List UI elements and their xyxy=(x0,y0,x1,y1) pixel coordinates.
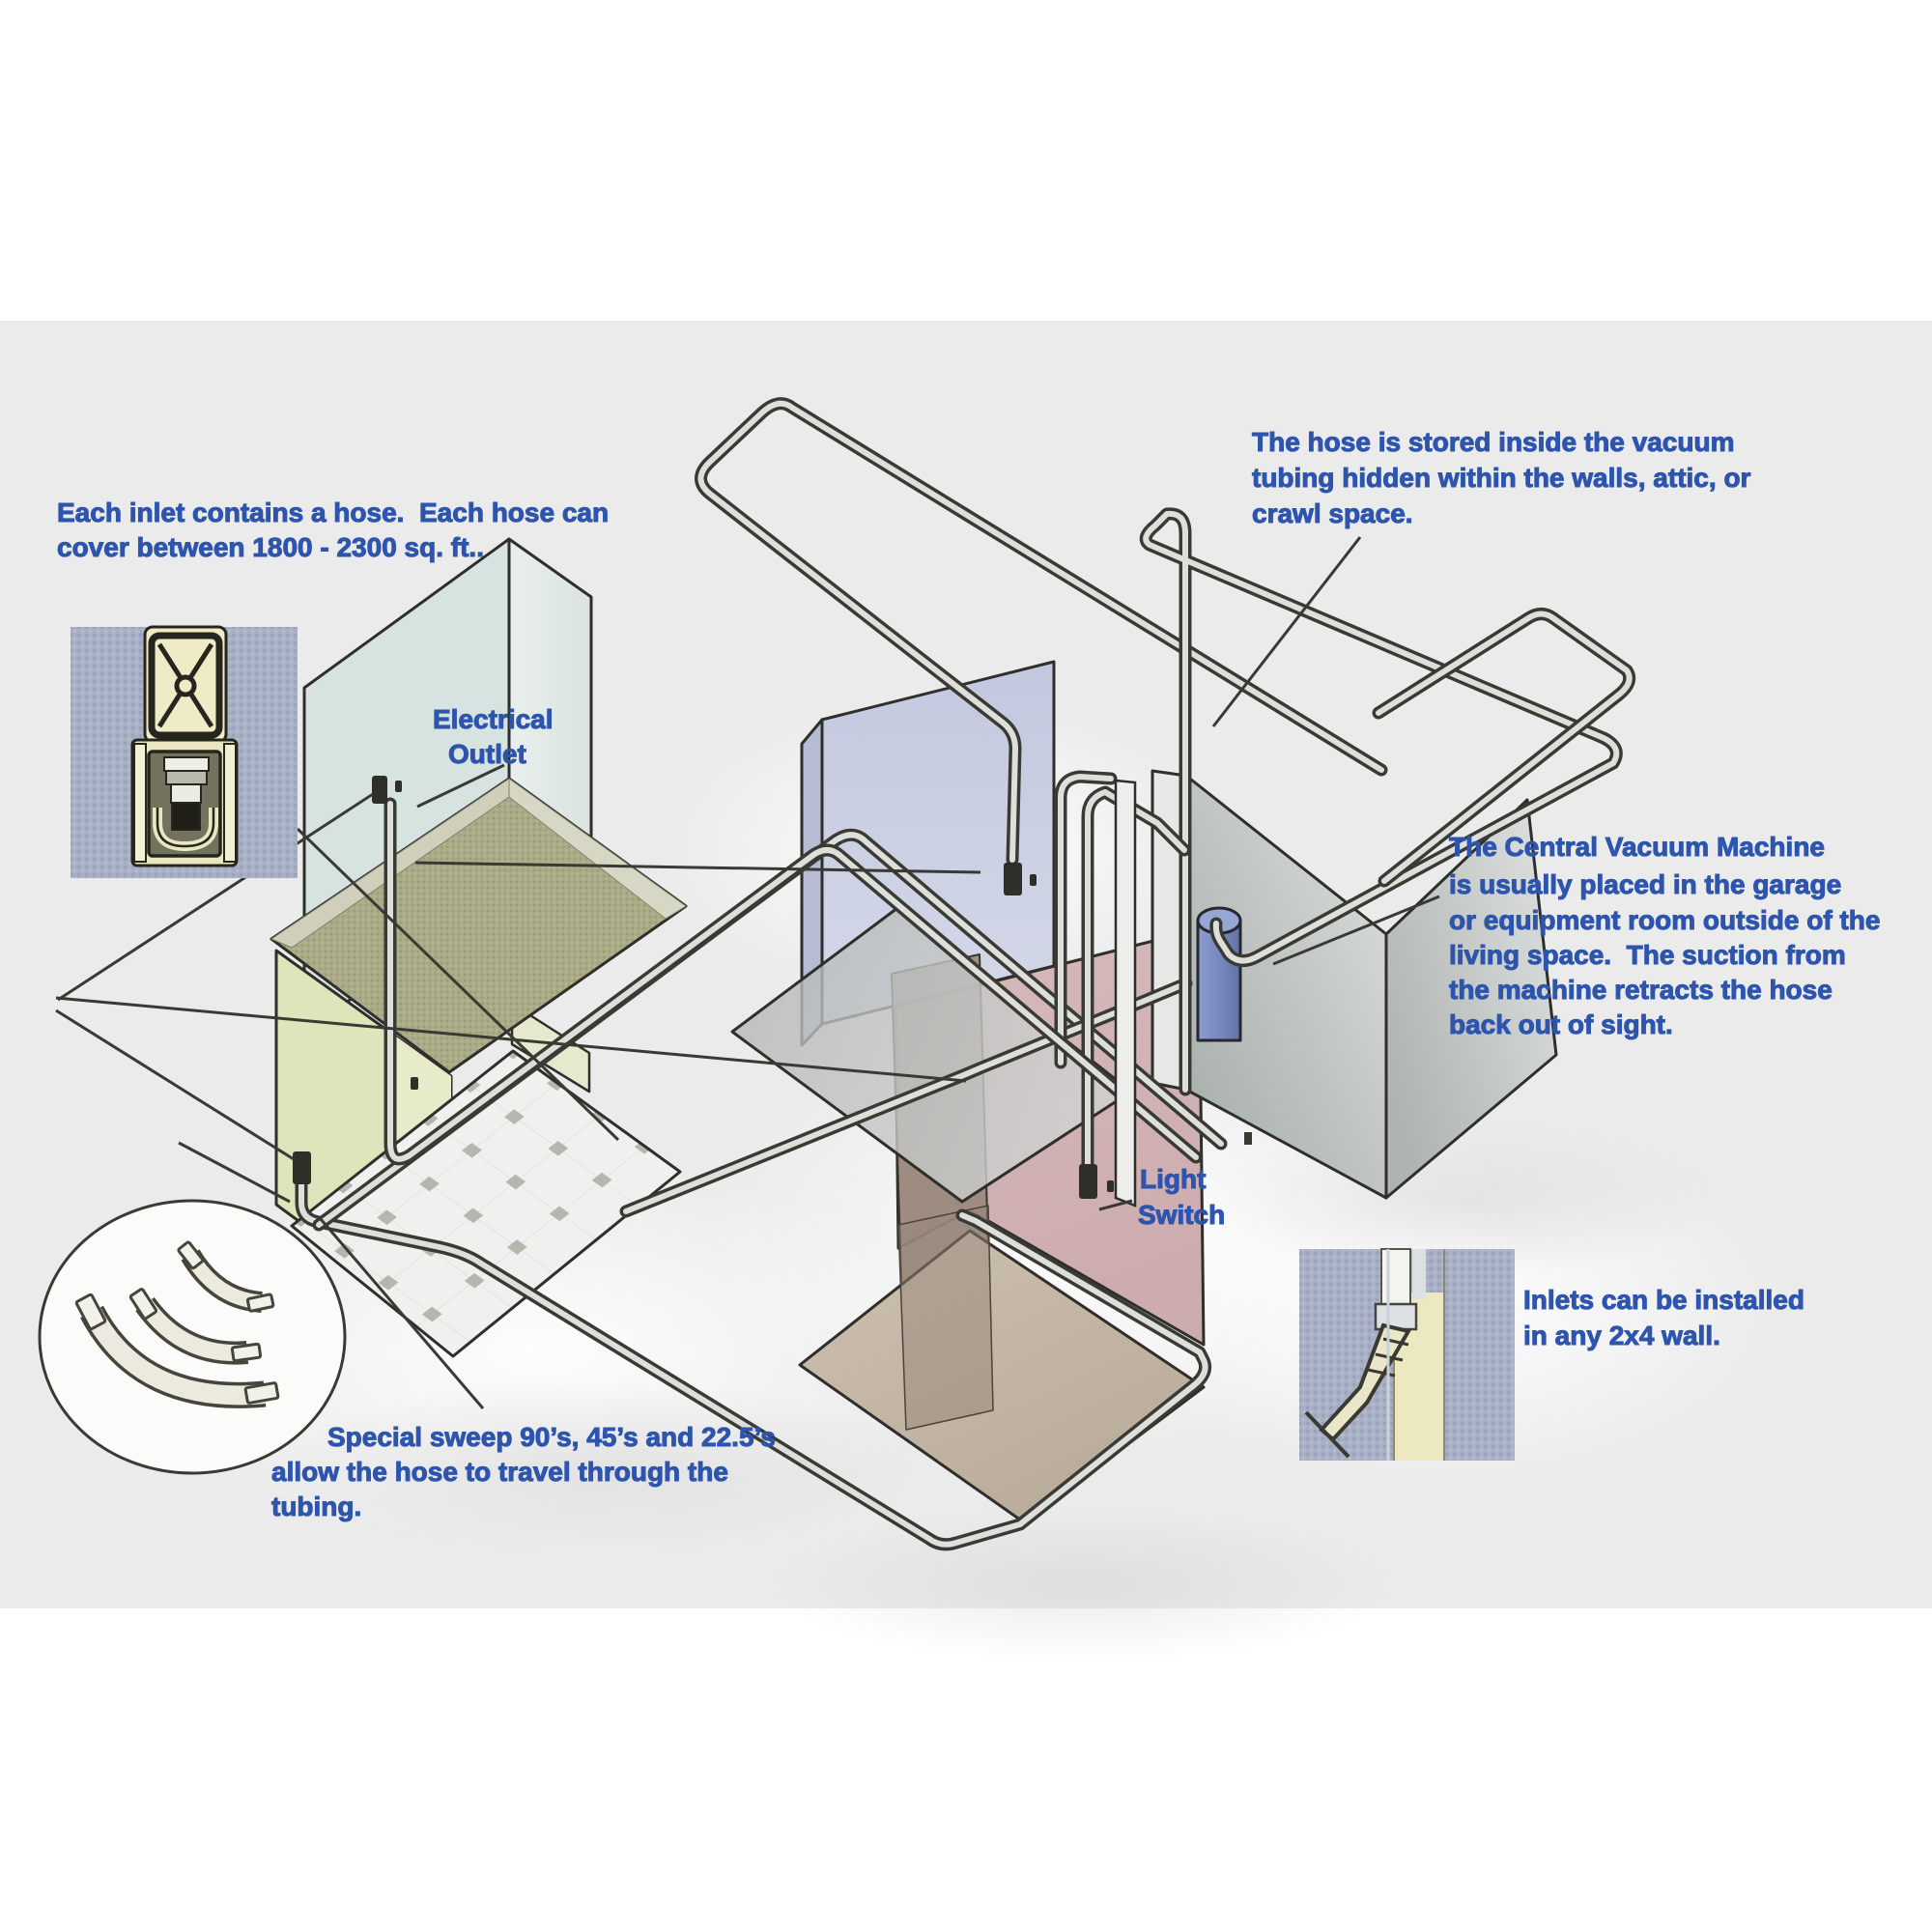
svg-text:tubing hidden within the walls: tubing hidden within the walls, attic, o… xyxy=(1252,463,1751,493)
svg-text:or equipment room outside of t: or equipment room outside of the xyxy=(1449,905,1880,935)
svg-text:The Central Vacuum Machine: The Central Vacuum Machine xyxy=(1449,832,1825,862)
svg-text:is usually placed in the garag: is usually placed in the garage xyxy=(1449,869,1841,899)
svg-text:back out of sight.: back out of sight. xyxy=(1449,1009,1673,1039)
svg-text:cover between 1800 - 2300 sq.: cover between 1800 - 2300 sq. ft.. xyxy=(57,532,484,562)
svg-text:crawl space.: crawl space. xyxy=(1252,498,1413,528)
svg-text:living space. The suction fro: living space. The suction from xyxy=(1449,940,1846,970)
svg-text:tubing.: tubing. xyxy=(271,1492,361,1521)
svg-text:The hose is stored inside the: The hose is stored inside the vacuum xyxy=(1252,427,1734,457)
svg-text:Each inlet contains a hose. E: Each inlet contains a hose. Each hose ca… xyxy=(57,497,609,527)
svg-text:Outlet: Outlet xyxy=(448,739,526,769)
svg-text:Switch: Switch xyxy=(1138,1200,1225,1230)
svg-text:Special sweep 90’s, 45’s and 2: Special sweep 90’s, 45’s and 22.5’s xyxy=(327,1422,776,1452)
svg-text:Inlets can be installed: Inlets can be installed xyxy=(1523,1285,1804,1315)
svg-text:allow the hose to travel throu: allow the hose to travel through the xyxy=(271,1457,728,1487)
svg-text:Light: Light xyxy=(1140,1164,1206,1194)
svg-text:in any 2x4 wall.: in any 2x4 wall. xyxy=(1523,1321,1720,1350)
svg-text:Electrical: Electrical xyxy=(433,704,554,734)
svg-text:the machine retracts the hose: the machine retracts the hose xyxy=(1449,975,1833,1005)
